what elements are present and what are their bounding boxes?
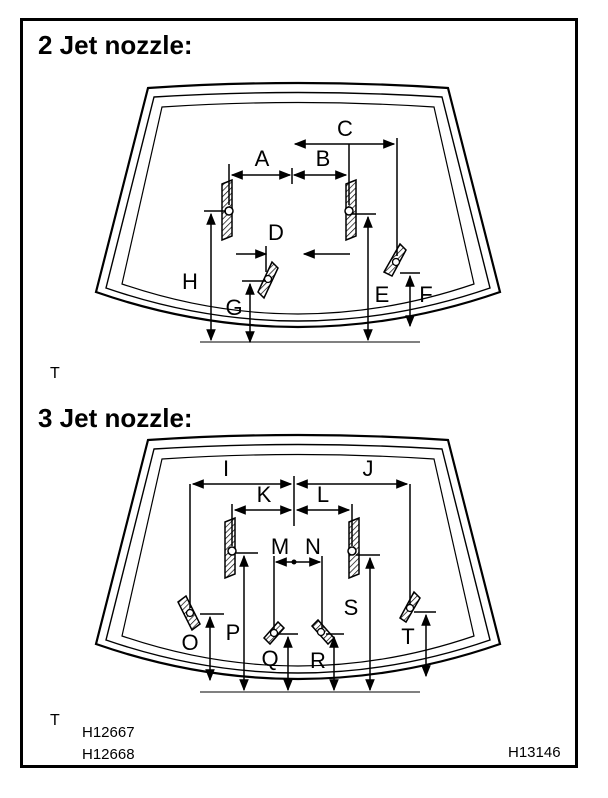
figure-code-h12667: H12667 xyxy=(82,724,135,741)
label-t: T xyxy=(401,624,414,649)
label-d: D xyxy=(268,220,284,245)
label-a: A xyxy=(255,146,270,171)
nozzle-left-3jet xyxy=(224,516,237,580)
windshield-outline-3jet xyxy=(94,433,502,681)
label-q: Q xyxy=(261,646,278,671)
figure-code-h12668: H12668 xyxy=(82,746,135,763)
label-b: B xyxy=(316,146,331,171)
label-s: S xyxy=(344,595,359,620)
spray-mark-q-3jet xyxy=(262,620,286,646)
label-j: J xyxy=(363,456,374,481)
label-f: F xyxy=(419,282,432,307)
figure-code-h13146: H13146 xyxy=(508,744,561,761)
label-n: N xyxy=(305,534,321,559)
figure-frame xyxy=(20,18,578,768)
two-jet-mark: T xyxy=(50,365,60,382)
spray-mark-r-3jet xyxy=(310,618,336,646)
label-o: O xyxy=(181,630,198,655)
three-jet-mark: T xyxy=(50,712,60,729)
label-p: P xyxy=(226,620,241,645)
label-l: L xyxy=(317,482,329,507)
nozzle-left-2jet xyxy=(221,178,234,242)
two-jet-title: 2 Jet nozzle: xyxy=(38,30,193,60)
center-dot-3jet xyxy=(291,559,297,565)
label-g: G xyxy=(225,295,242,320)
label-i: I xyxy=(223,456,229,481)
label-r: R xyxy=(310,648,326,673)
nozzle-right-3jet xyxy=(347,516,360,580)
label-k: K xyxy=(257,482,272,507)
spray-mark-g-2jet xyxy=(257,260,279,300)
label-e: E xyxy=(375,282,390,307)
spray-mark-e-2jet xyxy=(382,242,407,277)
spray-mark-o-3jet xyxy=(177,594,201,632)
label-c: C xyxy=(337,116,353,141)
nozzle-right-2jet xyxy=(344,178,357,242)
label-h: H xyxy=(182,269,198,294)
windshield-outline-2jet xyxy=(94,81,502,329)
three-jet-title: 3 Jet nozzle: xyxy=(38,403,193,433)
label-m: M xyxy=(271,534,289,559)
